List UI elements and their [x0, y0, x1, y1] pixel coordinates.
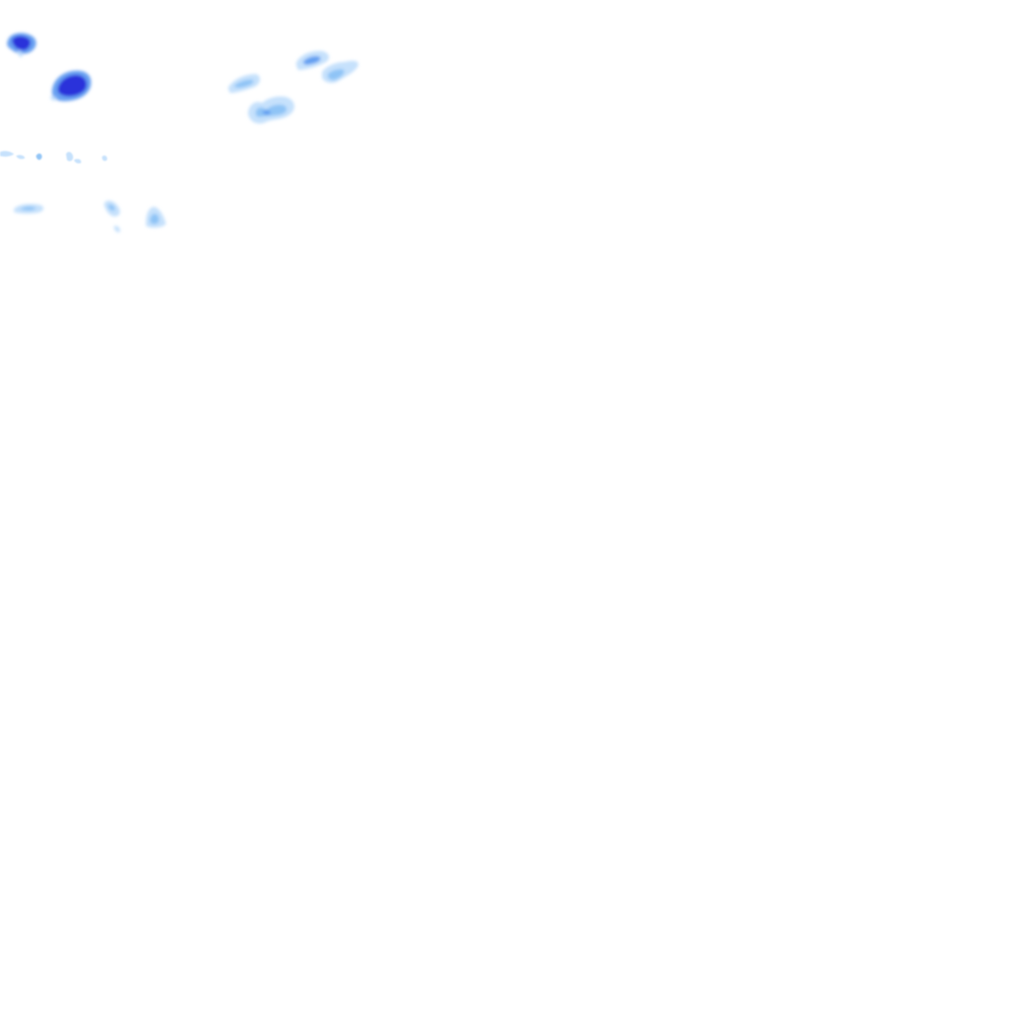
precip-cell-b	[50, 70, 92, 102]
precip-cell-i	[146, 206, 166, 228]
precip-speckles-row	[0, 150, 108, 164]
precip-cell-e	[296, 50, 330, 70]
precip-cell-g	[14, 204, 44, 214]
precip-cell-f	[322, 60, 359, 83]
precip-cell-a	[7, 32, 37, 58]
precip-cell-h	[104, 200, 121, 233]
precip-cell-d	[248, 96, 295, 124]
precip-cell-c	[228, 74, 260, 93]
